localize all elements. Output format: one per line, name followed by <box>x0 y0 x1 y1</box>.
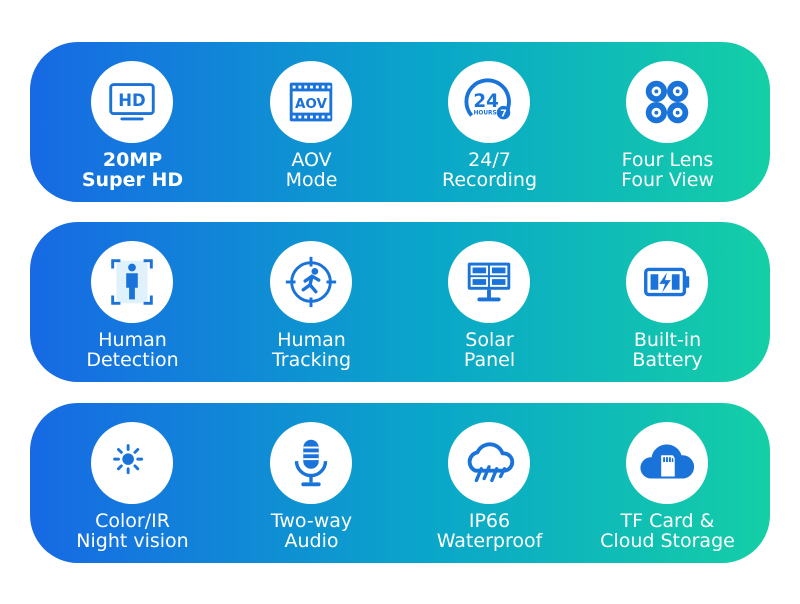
feature-label: 20MP Super HD <box>40 150 225 190</box>
microphone-icon <box>294 439 328 487</box>
feature-label-line-1: AOV <box>291 149 332 171</box>
icon-circle <box>91 241 173 323</box>
feature-label: Four Lens Four View <box>575 150 760 190</box>
day-night-icon <box>113 444 154 485</box>
feature-label-line-2: Audio <box>284 530 339 552</box>
feature-panel-row-3: Color/IR Night vision Two-way Audio <box>30 403 770 563</box>
aov-film-icon: AOV <box>289 82 333 122</box>
feature-panel-row-1: HD 20MP Super HD AOV <box>30 42 770 202</box>
feature-label: Color/IR Night vision <box>40 511 225 551</box>
feature-label: Human Tracking <box>219 330 404 370</box>
feature-tf-card-cloud-storage: TF Card & Cloud Storage <box>575 403 760 563</box>
feature-label-line-2: Detection <box>86 349 179 371</box>
feature-aov-mode: AOV AOV Mode <box>219 42 404 202</box>
feature-label-line-1: TF Card & <box>620 510 715 532</box>
feature-label: Human Detection <box>40 330 225 370</box>
aov-icon-text: AOV <box>295 96 328 112</box>
feature-label-line-2: Battery <box>632 349 703 371</box>
icon-circle: 24 HOURS 7 <box>448 61 530 143</box>
feature-label-line-2: Four View <box>621 169 714 191</box>
hd-monitor-icon: HD <box>109 83 155 121</box>
solar-panel-icon <box>467 262 511 302</box>
human-detection-icon <box>111 259 153 305</box>
cloud-sd-card-icon <box>640 444 695 479</box>
icon-circle <box>626 422 708 504</box>
feature-four-lens: Four Lens Four View <box>575 42 760 202</box>
icon-circle <box>626 61 708 143</box>
feature-label: TF Card & Cloud Storage <box>575 511 760 551</box>
feature-label-line-1: Human <box>98 329 167 351</box>
feature-label-line-1: Four Lens <box>621 149 714 171</box>
icon-circle <box>91 422 173 504</box>
feature-human-tracking: Human Tracking <box>219 222 404 382</box>
feature-panel-row-2: Human Detection Human Tracking <box>30 222 770 382</box>
feature-label-line-1: Color/IR <box>95 510 170 532</box>
icon-circle <box>270 422 352 504</box>
feature-label-line-1: Solar <box>465 329 514 351</box>
feature-label-line-1: 24/7 <box>468 149 511 171</box>
four-lens-icon <box>645 80 689 124</box>
battery-icon <box>644 267 690 297</box>
human-tracking-icon <box>285 256 337 308</box>
feature-label-line-1: IP66 <box>468 510 511 532</box>
feature-built-in-battery: Built-in Battery <box>575 222 760 382</box>
feature-label: Solar Panel <box>397 330 582 370</box>
feature-color-ir-night-vision: Color/IR Night vision <box>40 403 225 563</box>
feature-label-line-1: Built-in <box>633 329 702 351</box>
feature-label-line-2: Super HD <box>81 169 184 191</box>
feature-24-7-recording: 24 HOURS 7 24/7 Recording <box>397 42 582 202</box>
feature-label: AOV Mode <box>219 150 404 190</box>
rain-cloud-icon <box>467 442 515 483</box>
icon-circle <box>270 241 352 323</box>
feature-label-line-1: Two-way <box>270 510 353 532</box>
feature-label-line-2: Mode <box>285 169 338 191</box>
hd-icon-text: HD <box>118 91 145 110</box>
hours-icon-text: HOURS <box>474 111 497 117</box>
feature-two-way-audio: Two-way Audio <box>219 403 404 563</box>
feature-solar-panel: Solar Panel <box>397 222 582 382</box>
icon-circle <box>448 422 530 504</box>
badge-icon-text: 7 <box>500 109 507 120</box>
feature-label-line-2: Waterproof <box>436 530 543 552</box>
feature-ip66-waterproof: IP66 Waterproof <box>397 403 582 563</box>
feature-label-line-2: Night vision <box>76 530 189 552</box>
feature-label-line-2: Recording <box>441 169 538 191</box>
feature-label: Two-way Audio <box>219 511 404 551</box>
feature-label-line-1: 20MP <box>102 149 163 171</box>
feature-super-hd: HD 20MP Super HD <box>40 42 225 202</box>
icon-circle: HD <box>91 61 173 143</box>
icon-circle: AOV <box>270 61 352 143</box>
24-hours-icon: 24 HOURS 7 <box>464 78 511 120</box>
feature-human-detection: Human Detection <box>40 222 225 382</box>
feature-label: Built-in Battery <box>575 330 760 370</box>
feature-label-line-2: Panel <box>463 349 516 371</box>
feature-label-line-1: Human <box>277 329 346 351</box>
feature-label: IP66 Waterproof <box>397 511 582 551</box>
icon-circle <box>448 241 530 323</box>
icon-circle <box>626 241 708 323</box>
feature-label-line-2: Cloud Storage <box>600 530 735 552</box>
24-icon-text: 24 <box>473 91 499 112</box>
feature-label-line-2: Tracking <box>271 349 352 371</box>
feature-label: 24/7 Recording <box>397 150 582 190</box>
